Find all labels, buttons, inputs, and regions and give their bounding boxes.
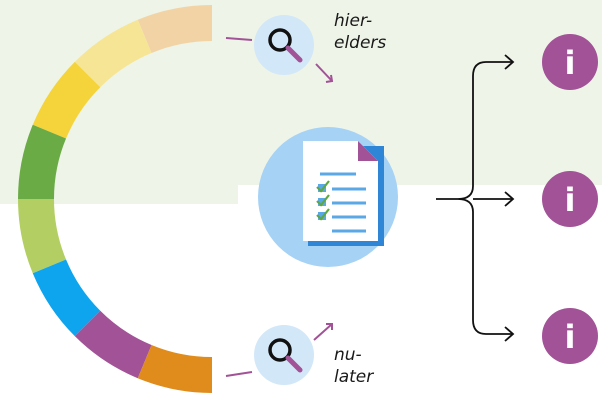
down-arrow-icon <box>315 63 334 83</box>
info-symbol: i <box>565 181 576 219</box>
magnifier-circle <box>254 325 314 385</box>
info-badge-1: i <box>542 34 598 90</box>
check-mark <box>316 208 330 221</box>
info-icon <box>542 34 598 90</box>
top-note-line1: hier- <box>334 11 373 31</box>
bottom-note-line2: later <box>334 367 374 387</box>
magnifier-lens <box>268 28 292 52</box>
document-corner <box>358 141 378 161</box>
magnifier-icon-top <box>254 15 314 75</box>
arc-segment <box>32 61 101 139</box>
connector-line <box>225 37 253 41</box>
magnifier-lens <box>268 338 292 362</box>
check-mark <box>316 194 330 207</box>
info-badge-3: i <box>542 308 598 364</box>
bottom-note-line1: nu- <box>334 345 362 365</box>
check-mark <box>316 180 330 193</box>
color-arc <box>18 5 212 393</box>
magnifier-icon-bottom <box>254 325 314 385</box>
arc-segment <box>74 310 152 379</box>
connector-line <box>225 371 253 377</box>
up-arrow-icon <box>313 323 333 341</box>
arc-segment <box>74 19 152 88</box>
info-symbol: i <box>565 44 576 82</box>
arc-segment <box>18 199 67 274</box>
info-badge-2: i <box>542 171 598 227</box>
arc-segment <box>137 5 212 54</box>
top-note-line2: elders <box>334 33 387 53</box>
checklist-document-icon <box>303 141 384 246</box>
magnifier-handle <box>285 45 303 63</box>
bottom-note-label: nu- later <box>334 344 373 388</box>
arc-segment <box>137 344 212 393</box>
info-symbol: i <box>565 318 576 356</box>
arc-segment <box>32 259 101 337</box>
info-icon <box>542 171 598 227</box>
branch-brace <box>436 61 513 335</box>
info-icon <box>542 308 598 364</box>
arc-segment <box>18 124 67 199</box>
magnifier-circle <box>254 15 314 75</box>
top-note-label: hier- elders <box>334 10 386 54</box>
magnifier-handle <box>285 355 303 373</box>
